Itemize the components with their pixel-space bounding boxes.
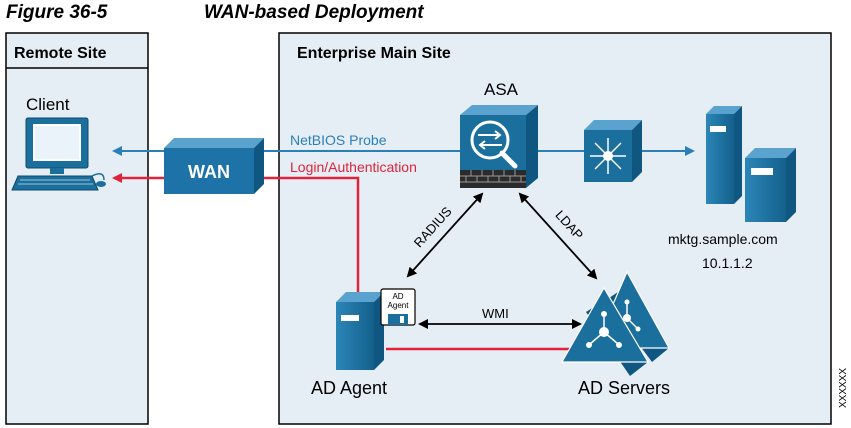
figure-number: Figure 36-5	[6, 2, 108, 23]
ad-agent-label: AD Agent	[311, 378, 387, 398]
ad-servers-icon	[560, 270, 671, 376]
main-site-title: Enterprise Main Site	[297, 45, 451, 62]
wan-label: WAN	[188, 162, 230, 182]
figure-id: XXXXXX	[838, 368, 849, 408]
login-auth-label: Login/Authentication	[290, 159, 417, 175]
figure-title: WAN-based Deployment	[204, 2, 424, 23]
client-label: Client	[26, 95, 70, 114]
remote-site-panel: Remote Site Client	[5, 32, 149, 425]
server-hostname: mktg.sample.com	[668, 231, 778, 247]
radius-link	[406, 192, 484, 278]
ad-servers-label: AD Servers	[578, 378, 670, 398]
ldap-link	[518, 192, 598, 280]
ad-agent-badge-line1: AD	[392, 292, 403, 301]
figure-caption: Figure 36-5 WAN-based Deployment	[6, 2, 424, 24]
client-computer-icon	[11, 117, 106, 191]
login-auth-path	[112, 173, 584, 354]
asa-firewall-icon	[460, 105, 538, 188]
ad-agent-server-icon	[336, 292, 384, 370]
asa-label: ASA	[484, 80, 519, 99]
mktg-server-icon	[706, 106, 796, 222]
remote-site-title: Remote Site	[14, 45, 107, 62]
wan-cloud-icon	[164, 138, 264, 194]
server-ip: 10.1.1.2	[702, 255, 753, 271]
netbios-probe-label: NetBIOS Probe	[290, 132, 387, 148]
switch-icon	[584, 120, 642, 182]
wmi-label: WMI	[482, 306, 509, 321]
ad-agent-badge-line2: Agent	[388, 301, 410, 310]
ad-agent-disk-icon	[380, 288, 416, 326]
